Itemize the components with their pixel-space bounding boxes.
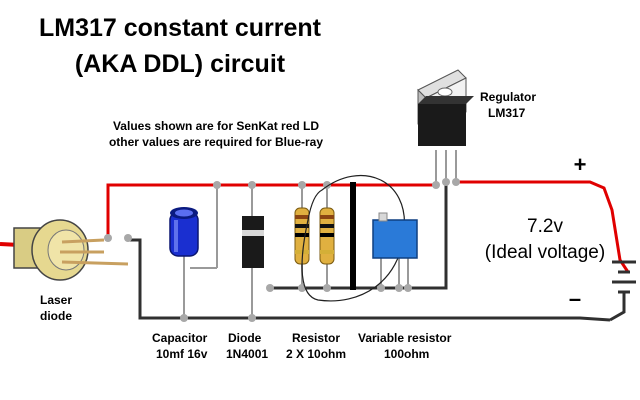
variable-resistor-name: Variable resistor — [358, 331, 452, 345]
laser-label-1: Laser — [40, 293, 72, 307]
supply-caption: (Ideal voltage) — [485, 242, 605, 263]
regulator-label-2: LM317 — [488, 106, 526, 120]
capacitor-name: Capacitor — [152, 331, 208, 345]
regulator-label-1: Regulator — [480, 90, 536, 104]
title-line-1: LM317 constant current — [39, 14, 322, 42]
laser-diode — [13, 219, 129, 281]
bus-bar — [350, 182, 356, 290]
highlight-outline — [301, 174, 406, 302]
negative-sign: – — [569, 286, 581, 311]
note-line-1: Values shown are for SenKat red LD — [113, 119, 319, 133]
diode — [242, 216, 264, 268]
resistor-value: 2 X 10ohm — [286, 347, 346, 361]
battery-symbol — [609, 260, 636, 322]
diode-name: Diode — [228, 331, 262, 345]
junction-dots — [104, 178, 460, 322]
variable-resistor — [372, 212, 418, 259]
resistor-name: Resistor — [292, 331, 340, 345]
laser-label-2: diode — [40, 309, 72, 323]
capacitor — [169, 207, 199, 257]
resistor-right — [319, 207, 335, 265]
variable-resistor-value: 100ohm — [384, 347, 429, 361]
capacitor-value: 10mf 16v — [156, 347, 208, 361]
supply-voltage: 7.2v — [527, 216, 563, 237]
note-line-2: other values are required for Blue-ray — [109, 135, 323, 149]
diode-value: 1N4001 — [226, 347, 268, 361]
title-line-2: (AKA DDL) circuit — [75, 50, 286, 78]
positive-sign: + — [574, 152, 587, 177]
lm317-regulator — [417, 69, 474, 146]
